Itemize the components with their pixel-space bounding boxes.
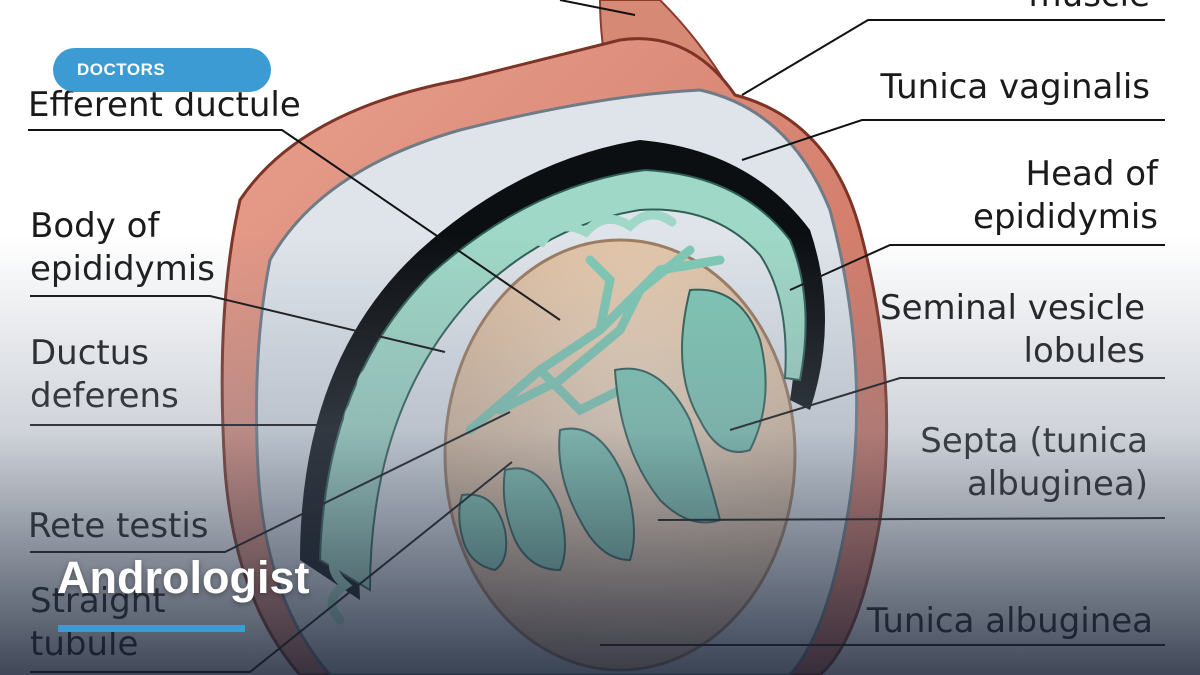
label-tunica-albuginea: Tunica albuginea	[866, 601, 1153, 641]
label-rete-testis: Rete testis	[28, 506, 209, 546]
category-badge[interactable]: DOCTORS	[53, 48, 271, 92]
title-underline	[58, 625, 245, 632]
label-tunica-vaginalis: Tunica vaginalis	[880, 67, 1150, 107]
label-ductus-deferens: Ductus deferens	[30, 333, 179, 416]
label-head-of-epididymis: Head of epididymis	[973, 154, 1158, 237]
article-title: Andrologist	[57, 552, 310, 603]
label-septa: Septa (tunica albuginea)	[920, 421, 1148, 504]
label-seminal-vesicle-lobules: Seminal vesicle lobules	[880, 288, 1145, 371]
label-muscle: muscle	[930, 0, 1150, 17]
label-body-of-epididymis: Body of epididymis	[30, 206, 215, 289]
